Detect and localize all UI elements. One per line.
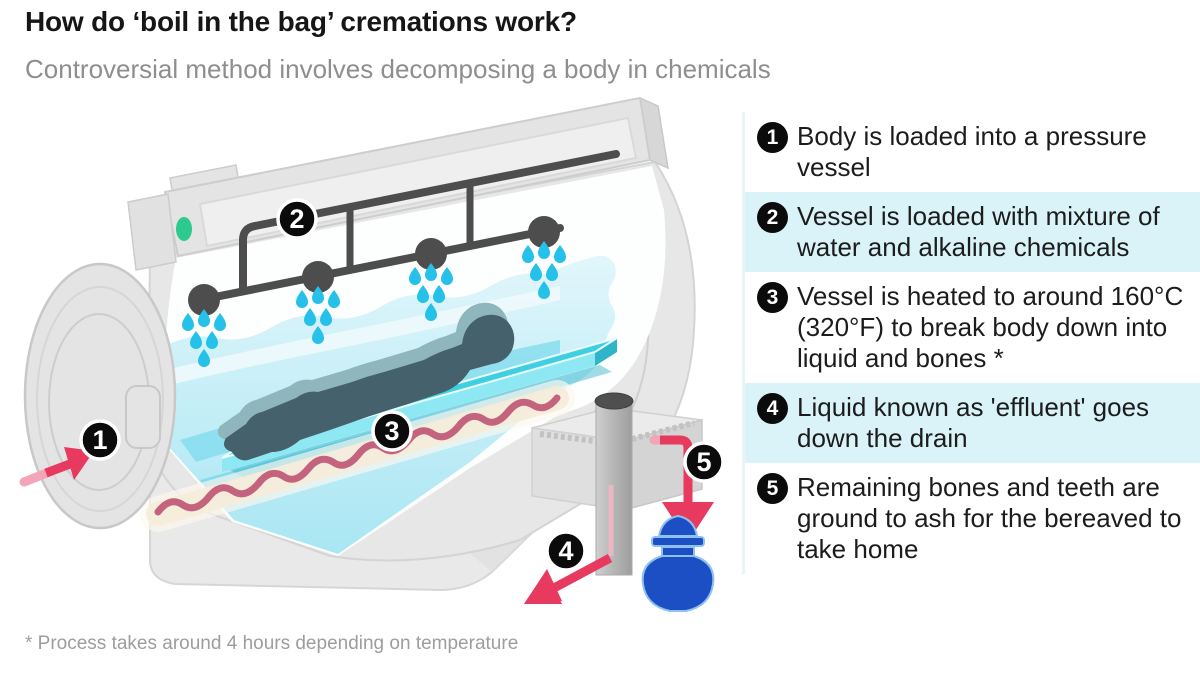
sprinkler-pipes xyxy=(188,150,620,316)
drain-unit xyxy=(531,392,703,576)
sprinkler-nozzle xyxy=(302,261,334,293)
step-text: Liquid known as 'effluent' goes down the… xyxy=(797,392,1150,453)
footnote: * Process takes around 4 hours depending… xyxy=(25,633,519,654)
drain-pipe-cap xyxy=(594,392,634,410)
page-subtitle: Controversial method involves decomposin… xyxy=(25,54,771,84)
step-number-badge: 1 xyxy=(757,122,788,153)
vessel-door xyxy=(23,262,177,530)
page-title: How do ‘boil in the bag’ cremations work… xyxy=(25,6,577,37)
urn-icon xyxy=(641,514,715,612)
svg-text:2: 2 xyxy=(289,204,304,234)
step-number-badge: 2 xyxy=(757,202,788,233)
diagram-badge-2: 2 xyxy=(276,198,318,240)
sprinkler-nozzle xyxy=(528,216,560,248)
step-text: Remaining bones and teeth are ground to … xyxy=(797,472,1182,564)
step-item-5: 5 Remaining bones and teeth are ground t… xyxy=(745,463,1200,574)
door-latch xyxy=(125,385,161,449)
indicator-light xyxy=(176,217,192,241)
svg-text:4: 4 xyxy=(558,536,573,566)
heating-element xyxy=(140,380,575,532)
step-item-3: 3 Vessel is heated to around 160°C (320°… xyxy=(745,272,1200,383)
drain-pipe xyxy=(595,399,633,576)
steps-list: 1 Body is loaded into a pressure vessel … xyxy=(742,112,1200,574)
step-item-4: 4 Liquid known as 'effluent' goes down t… xyxy=(745,383,1200,463)
svg-text:3: 3 xyxy=(384,416,399,446)
step-text: Body is loaded into a pressure vessel xyxy=(797,121,1147,182)
sprinkler-nozzle xyxy=(415,238,447,270)
diagram-badge-3: 3 xyxy=(371,410,413,452)
step-item-2: 2 Vessel is loaded with mixture of water… xyxy=(745,192,1200,272)
diagram-badge-1: 1 xyxy=(79,419,121,461)
step-number-badge: 3 xyxy=(757,282,788,313)
diagram-badge-5: 5 xyxy=(683,441,725,483)
effluent-arrow xyxy=(524,485,614,604)
body-silhouette xyxy=(218,302,515,461)
load-arrow xyxy=(19,447,94,487)
step-number-badge: 5 xyxy=(757,473,788,504)
step-number-badge: 4 xyxy=(757,393,788,424)
svg-text:5: 5 xyxy=(696,447,711,477)
drain-grate xyxy=(631,420,695,442)
cremation-vessel-diagram: 1 2 3 4 5 xyxy=(19,96,725,612)
step-item-1: 1 Body is loaded into a pressure vessel xyxy=(745,112,1200,192)
step-text: Vessel is heated to around 160°C (320°F)… xyxy=(797,281,1184,373)
sprinkler-nozzle xyxy=(188,284,220,316)
diagram-badge-4: 4 xyxy=(545,530,587,572)
svg-text:1: 1 xyxy=(92,425,107,455)
step-text: Vessel is loaded with mixture of water a… xyxy=(797,201,1160,262)
